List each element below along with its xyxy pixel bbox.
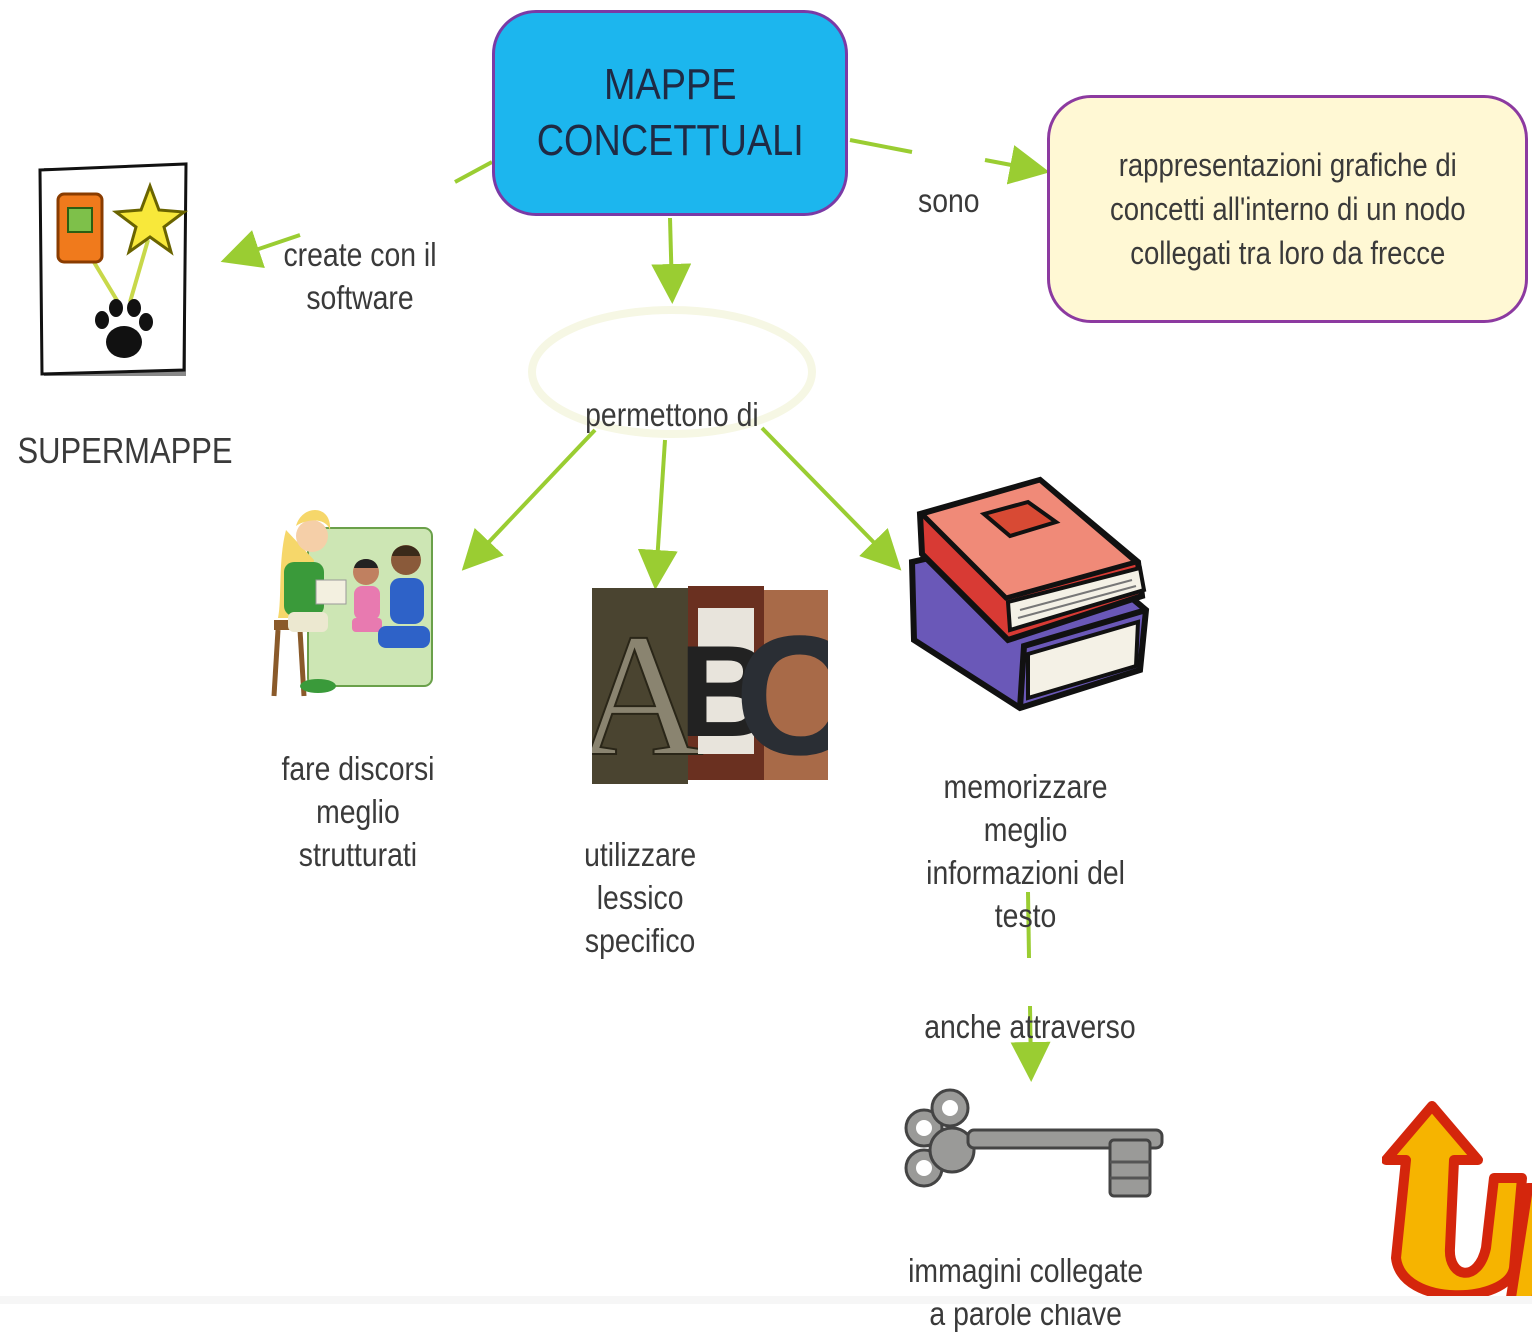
storytelling-illustration-icon — [268, 500, 436, 700]
arrow-create-b — [220, 230, 301, 268]
link-label-permettono: permettono di — [585, 396, 759, 433]
abc-letter-c: C — [735, 601, 828, 784]
bottom-strip — [0, 1296, 1532, 1304]
main-concept-node[interactable]: MAPPE CONCETTUALI — [492, 10, 848, 216]
arrow-outcome-2 — [637, 439, 678, 590]
link-label-anche: anche attraverso — [924, 1008, 1136, 1045]
supermappe-label: SUPERMAPPE — [17, 430, 233, 471]
outcome-1-label: fare discorsi meglio strutturati — [281, 750, 435, 873]
definition-label: rappresentazioni grafiche di concetti al… — [1109, 147, 1466, 271]
key-icon — [894, 1078, 1168, 1200]
main-concept-label: MAPPE CONCETTUALI — [536, 60, 804, 165]
abc-letter-a: A — [592, 598, 704, 784]
key-node-label: immagini collegate a parole chiave — [908, 1252, 1144, 1332]
arrow-sono-a — [849, 138, 913, 154]
arrow-create-a — [454, 160, 493, 184]
arrow-anche-a — [1026, 891, 1031, 959]
permettono-ellipse — [528, 306, 816, 438]
arrow-permettono — [651, 217, 692, 304]
connection-arrows — [220, 138, 1051, 1082]
arrow-outcome-3 — [760, 426, 902, 571]
abc-letters-image: A B C — [575, 586, 857, 794]
up-logo-icon — [1382, 1098, 1532, 1304]
supermappe-logo-icon — [38, 162, 190, 380]
arrow-anche-b — [1010, 1005, 1051, 1082]
outcome-3-label: memorizzare meglio informazioni del test… — [926, 768, 1126, 934]
arrow-outcome-1 — [461, 428, 597, 571]
books-icon — [900, 470, 1156, 720]
abc-letter-b: B — [679, 618, 773, 764]
link-label-sono: sono — [918, 182, 980, 219]
definition-node[interactable]: rappresentazioni grafiche di concetti al… — [1047, 95, 1528, 323]
link-label-create: create con il software — [283, 236, 437, 316]
arrow-sono-b — [984, 145, 1050, 185]
outcome-2-label: utilizzare lessico specifico — [584, 836, 696, 959]
